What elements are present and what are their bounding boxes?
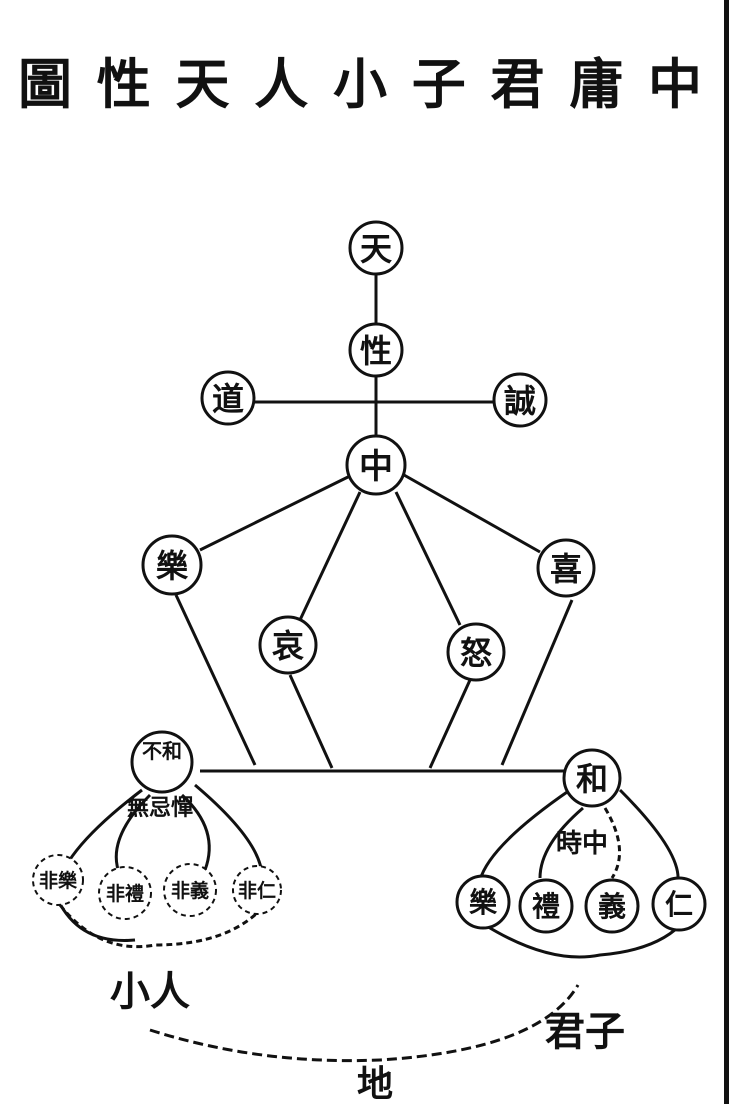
title-char-6: 子: [411, 52, 466, 116]
line-xi-bar: [500, 599, 574, 766]
line-zhong-xi: [403, 473, 541, 554]
label-xiaoren: 小人: [110, 968, 190, 1015]
svg-text:非禮: 非禮: [106, 882, 144, 905]
node-jz-le: 樂: [455, 874, 511, 930]
node-fei-yi: 非義: [163, 863, 217, 917]
title-char-4: 人: [254, 52, 309, 116]
arc-right-bottom: [484, 919, 687, 959]
arc-right-1: [478, 788, 571, 881]
node-xi: 喜: [536, 538, 596, 598]
title-char-9: 中: [648, 52, 702, 116]
line-ai-bar: [288, 674, 334, 769]
line-le-bar: [174, 594, 257, 766]
node-he: 和: [562, 748, 622, 808]
arc-right-4: [618, 788, 680, 881]
label-di: 地: [357, 1063, 393, 1104]
node-le: 樂: [141, 534, 203, 596]
svg-text:非仁: 非仁: [238, 879, 276, 902]
svg-text:天: 天: [360, 230, 392, 268]
node-tian: 天: [348, 220, 404, 276]
svg-text:非義: 非義: [171, 879, 209, 902]
node-fei-ren: 非仁: [232, 865, 282, 915]
diagram-title: 圖 性 天 人 小 子 君 庸 中: [10, 40, 710, 119]
node-ai: 哀: [258, 615, 318, 675]
svg-text:中: 中: [359, 447, 393, 487]
svg-text:仁: 仁: [665, 888, 693, 921]
node-nu: 怒: [446, 622, 506, 682]
title-char-8: 庸: [569, 52, 624, 116]
node-dao: 道: [200, 370, 256, 426]
line-zhong-nu: [394, 491, 462, 626]
line-nu-bar: [428, 679, 472, 769]
svg-text:不和: 不和: [142, 739, 182, 763]
svg-text:哀: 哀: [272, 627, 304, 665]
title-char-1: 圖: [18, 52, 72, 116]
title-char-2: 性: [96, 52, 151, 116]
node-zhong: 中: [345, 434, 407, 496]
svg-text:道: 道: [212, 380, 244, 418]
svg-text:非樂: 非樂: [39, 869, 78, 892]
title-char-3: 天: [175, 52, 230, 116]
svg-text:禮: 禮: [532, 890, 560, 923]
svg-text:怒: 怒: [460, 634, 492, 672]
svg-text:誠: 誠: [504, 382, 536, 420]
title-char-7: 君: [490, 52, 545, 116]
node-jz-li: 禮: [518, 878, 574, 934]
svg-text:樂: 樂: [156, 547, 189, 585]
node-jz-ren: 仁: [651, 876, 707, 932]
node-wu-ji-dan: 無忌憚: [127, 795, 193, 821]
node-cheng: 誠: [492, 372, 548, 428]
node-bu-he: 不和: [130, 730, 194, 794]
svg-text:樂: 樂: [469, 886, 498, 919]
line-zhong-ai: [298, 491, 362, 621]
node-fei-le: 非樂: [32, 854, 84, 906]
connector-lines: [55, 270, 687, 1063]
node-fei-li: 非禮: [98, 866, 152, 920]
arc-left-2: [114, 793, 152, 876]
arc-earth: [149, 984, 580, 1063]
arc-left-3: [180, 793, 211, 871]
svg-text:喜: 喜: [550, 550, 582, 588]
line-zhong-le: [199, 473, 353, 552]
svg-text:和: 和: [576, 760, 608, 798]
node-xing: 性: [348, 322, 404, 378]
label-junzi: 君子: [545, 1008, 625, 1055]
svg-text:義: 義: [598, 890, 626, 923]
page-border-right: [724, 0, 729, 1104]
arc-left-bottom: [58, 904, 267, 949]
title-char-5: 小: [333, 52, 387, 116]
arc-right-2: [538, 806, 584, 879]
arc-right-3: [603, 807, 622, 879]
node-jz-yi: 義: [584, 878, 640, 934]
node-shi-zhong: 時中: [556, 829, 608, 859]
svg-text:性: 性: [360, 332, 392, 370]
